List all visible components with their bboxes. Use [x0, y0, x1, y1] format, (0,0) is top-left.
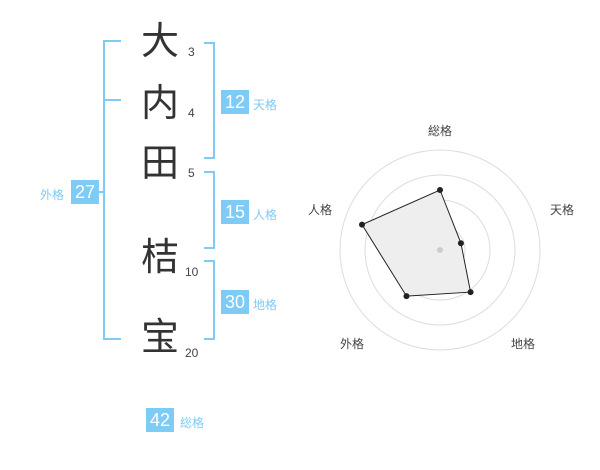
- radar-label-gaikaku: 外格: [340, 337, 365, 351]
- tenkaku-value: 12: [221, 90, 249, 114]
- stroke-count-2: 4: [188, 106, 195, 120]
- radar-ring: [364, 174, 516, 326]
- radar-point-4: [359, 221, 366, 228]
- radar-point-0: [437, 187, 443, 193]
- gaikaku-value: 27: [71, 180, 99, 204]
- gaikaku-bracket-mid: [103, 99, 121, 101]
- radar-label-tenkaku: 天格: [550, 203, 575, 217]
- jinkaku-label: 人格: [253, 208, 278, 222]
- jinkaku-bracket-bottom: [204, 247, 215, 249]
- radar-label-jinkaku: 人格: [308, 203, 333, 217]
- name-char-2: 内: [140, 81, 179, 125]
- jinkaku-bracket-top: [204, 171, 215, 173]
- tenkaku-bracket-top: [204, 42, 215, 44]
- soukaku-label: 総格: [180, 416, 205, 430]
- radar-label-chikaku: 地格: [511, 337, 536, 351]
- jinkaku-bracket-line: [213, 171, 215, 249]
- chikaku-bracket-line: [213, 260, 215, 340]
- name-char-4: 桔: [140, 235, 179, 279]
- chikaku-bracket-bottom: [204, 338, 215, 340]
- stroke-count-3: 5: [188, 166, 195, 180]
- soukaku-value: 42: [146, 408, 174, 432]
- radar-polygon: [361, 189, 472, 297]
- stroke-count-5: 20: [185, 346, 199, 360]
- gaikaku-connector: [98, 191, 104, 193]
- chikaku-value: 30: [221, 290, 249, 314]
- jinkaku-value: 15: [221, 200, 249, 224]
- radar-rings: [339, 149, 541, 351]
- chikaku-bracket-top: [204, 260, 215, 262]
- radar-center-dot: [437, 247, 443, 253]
- radar-label-soukaku: 総格: [428, 124, 453, 138]
- gaikaku-bracket-bottom: [103, 338, 121, 340]
- gaikaku-bracket-line: [103, 40, 105, 340]
- radar-point-1: [457, 240, 464, 247]
- chikaku-label: 地格: [253, 298, 278, 312]
- radar-point-3: [403, 293, 410, 300]
- name-char-5: 宝: [140, 315, 179, 359]
- tenkaku-bracket-bottom: [204, 157, 215, 159]
- stroke-count-1: 3: [188, 45, 195, 59]
- radar-ring: [339, 149, 541, 351]
- gaikaku-bracket-top: [103, 40, 121, 42]
- name-char-3: 田: [140, 141, 179, 185]
- tenkaku-bracket-line: [213, 42, 215, 159]
- gaikaku-label: 外格: [40, 188, 65, 202]
- name-char-1: 大: [140, 19, 179, 63]
- stroke-count-4: 10: [185, 265, 199, 279]
- tenkaku-label: 天格: [253, 98, 278, 112]
- radar-points: [359, 187, 474, 300]
- radar-point-2: [467, 289, 474, 296]
